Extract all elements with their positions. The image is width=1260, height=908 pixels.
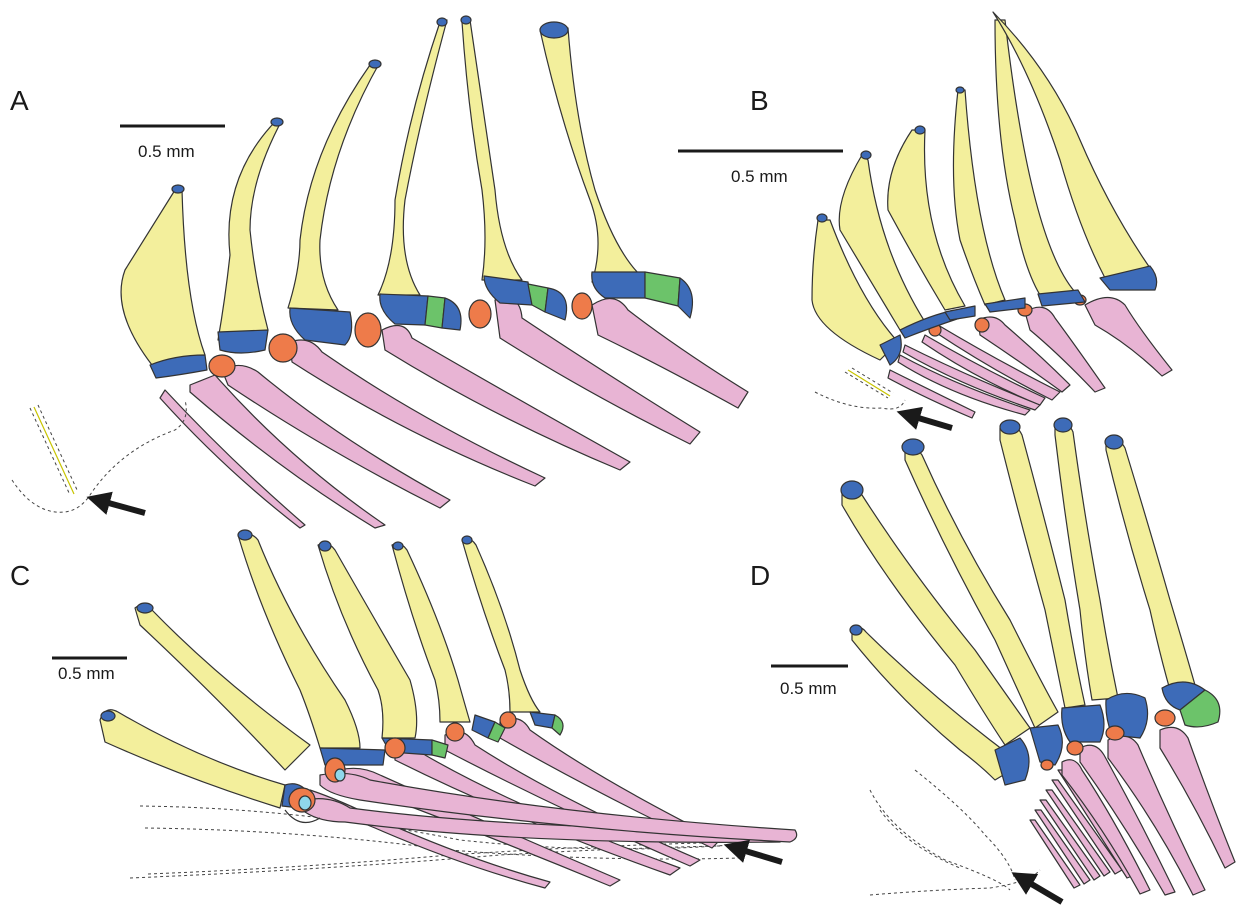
distal-radial [469, 300, 491, 328]
panel-a-letter: A [10, 85, 29, 116]
cartilage-cap [678, 278, 692, 318]
fin-ray [382, 326, 630, 471]
proximal-radial [121, 190, 205, 365]
panel-a-soft-tissue [12, 400, 186, 512]
cartilage-cap [137, 603, 153, 613]
panel-d-arrow [1028, 882, 1062, 902]
cartilage-cap [1030, 725, 1062, 765]
panel-c-scale-label: 0.5 mm [58, 664, 115, 683]
distal-radial [355, 313, 381, 347]
cartilage-cap [461, 16, 471, 24]
distal-radial [975, 318, 989, 332]
panel-b-fin-rays [888, 298, 1172, 419]
proximal-radial [462, 539, 540, 712]
panel-d-scale-label: 0.5 mm [780, 679, 837, 698]
proximal-radial [462, 20, 522, 280]
cartilage-cap [238, 530, 252, 540]
distal-radial [269, 334, 297, 362]
cartilage-cap [902, 439, 924, 455]
panel-c-arrow [742, 850, 782, 862]
panel-a-scale-bar: 0.5 mm [120, 126, 225, 161]
cartilage-cap [271, 118, 283, 126]
panel-a-scale-label: 0.5 mm [138, 142, 195, 161]
middle-radial [645, 272, 680, 306]
cartilage-cap [995, 738, 1029, 785]
cartilage-cap [1105, 435, 1123, 449]
panel-d-letter: D [750, 560, 770, 591]
distal-radial [1155, 710, 1175, 726]
cartilage-cap [437, 18, 447, 26]
cartilage-cap [369, 60, 381, 68]
cartilage-cap [540, 22, 568, 38]
distal-radial [500, 712, 516, 728]
cartilage-cap [861, 151, 871, 159]
cartilage-cap [484, 276, 532, 305]
cartilage-cap [850, 625, 862, 635]
panel-d-soft-tissue [870, 770, 1040, 895]
cartilage-cap [319, 541, 331, 551]
cartilage-cap [817, 214, 827, 222]
panel-b: B 0.5 mm [678, 12, 1172, 428]
distal-radial [446, 723, 464, 741]
distal-radial [572, 293, 592, 319]
panel-c: C 0.5 mm [10, 530, 797, 888]
panel-c-radials [100, 533, 540, 808]
distal-radial [1106, 726, 1124, 740]
panel-c-scale-bar: 0.5 mm [52, 658, 127, 683]
panel-a-arrow [105, 502, 145, 513]
panel-b-scale-bar: 0.5 mm [678, 151, 843, 186]
cartilage-cap [956, 87, 964, 93]
distal-radial [1067, 741, 1083, 755]
proximal-radial [953, 90, 1005, 305]
cartilage-cap [462, 536, 472, 544]
distal-radial [1041, 760, 1053, 770]
panel-b-scale-label: 0.5 mm [731, 167, 788, 186]
distal-radial [209, 355, 235, 377]
cartilage-cap [915, 126, 925, 134]
panel-b-letter: B [750, 85, 769, 116]
proximal-radial [540, 28, 640, 282]
panel-d-scale-bar: 0.5 mm [771, 666, 848, 698]
small-element [299, 796, 311, 810]
proximal-radial [218, 120, 282, 340]
cartilage-cap [545, 288, 567, 320]
panel-d: D 0.5 mm [750, 418, 1235, 902]
cartilage-cap [592, 272, 645, 298]
distal-radial [385, 738, 405, 758]
cartilage-cap [172, 185, 184, 193]
cartilage-cap [1062, 705, 1104, 742]
cartilage-cap [393, 542, 403, 550]
panel-a: A 0.5 mm [10, 16, 748, 528]
fin-ray [1085, 298, 1172, 377]
panel-c-letter: C [10, 560, 30, 591]
cartilage-cap [380, 294, 428, 325]
small-element [335, 769, 345, 781]
cartilage-cap [841, 481, 863, 499]
proximal-radial [1106, 439, 1195, 690]
cartilage-cap [1000, 420, 1020, 434]
cartilage-cap [218, 330, 268, 353]
cartilage-cap [442, 298, 461, 330]
panel-c-fin-rays [305, 718, 797, 888]
panel-b-arrow [915, 417, 952, 428]
cartilage-cap [530, 712, 555, 728]
cartilage-cap [1054, 418, 1072, 432]
proximal-radial [288, 62, 380, 310]
cartilage-cap [101, 711, 115, 721]
proximal-radial [378, 20, 447, 295]
